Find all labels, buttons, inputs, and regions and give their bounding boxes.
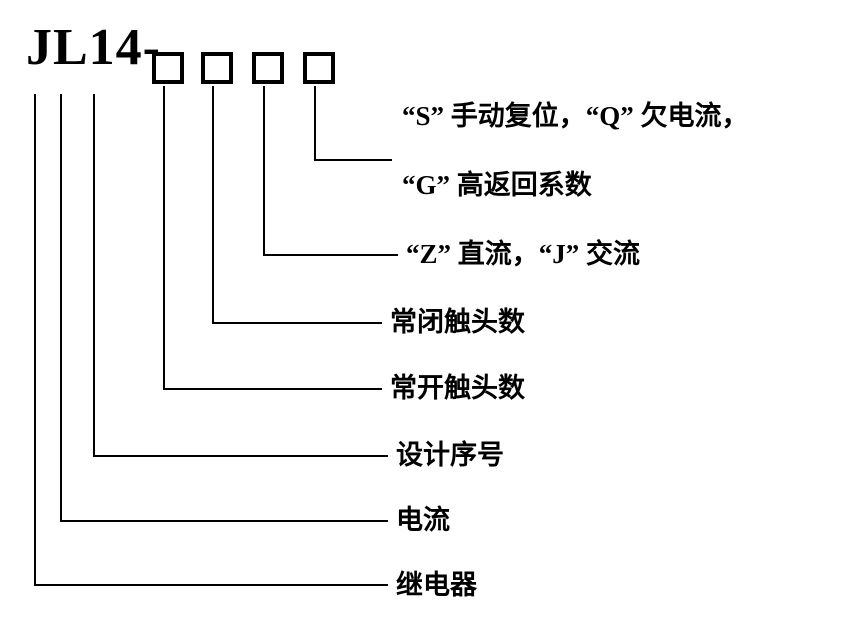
- label-current: 电流: [396, 505, 450, 535]
- connector-relay-horizontal: [34, 584, 388, 586]
- label-relay: 继电器: [396, 570, 477, 600]
- label-design-series: 设计序号: [396, 440, 504, 470]
- label-nc-contacts: 常闭触头数: [390, 307, 525, 337]
- connector-design-series-vertical: [93, 94, 95, 457]
- code-box-1: [152, 52, 184, 84]
- connector-no-contacts-horizontal: [163, 388, 382, 390]
- connector-sqg-vertical: [314, 86, 316, 161]
- code-box-2: [201, 52, 233, 84]
- label-dc-ac: “Z” 直流，“J” 交流: [406, 239, 641, 269]
- model-code-prefix: JL14-: [26, 19, 161, 76]
- connector-sqg-horizontal: [314, 159, 392, 161]
- connector-nc-contacts-horizontal: [212, 322, 382, 324]
- label-no-contacts: 常开触头数: [390, 373, 525, 403]
- connector-current-vertical: [60, 94, 62, 522]
- code-box-3: [252, 52, 284, 84]
- connector-zj-vertical: [263, 86, 265, 256]
- connector-current-horizontal: [60, 520, 388, 522]
- connector-no-contacts-vertical: [163, 86, 165, 390]
- connector-zj-horizontal: [263, 254, 398, 256]
- connector-design-series-horizontal: [93, 455, 388, 457]
- label-manual-reset-undercurrent: “S” 手动复位，“Q” 欠电流，: [402, 101, 749, 131]
- connector-relay-vertical: [34, 94, 36, 586]
- code-box-4: [303, 52, 335, 84]
- label-high-return-ratio: “G” 高返回系数: [402, 170, 592, 200]
- connector-nc-contacts-vertical: [212, 86, 214, 324]
